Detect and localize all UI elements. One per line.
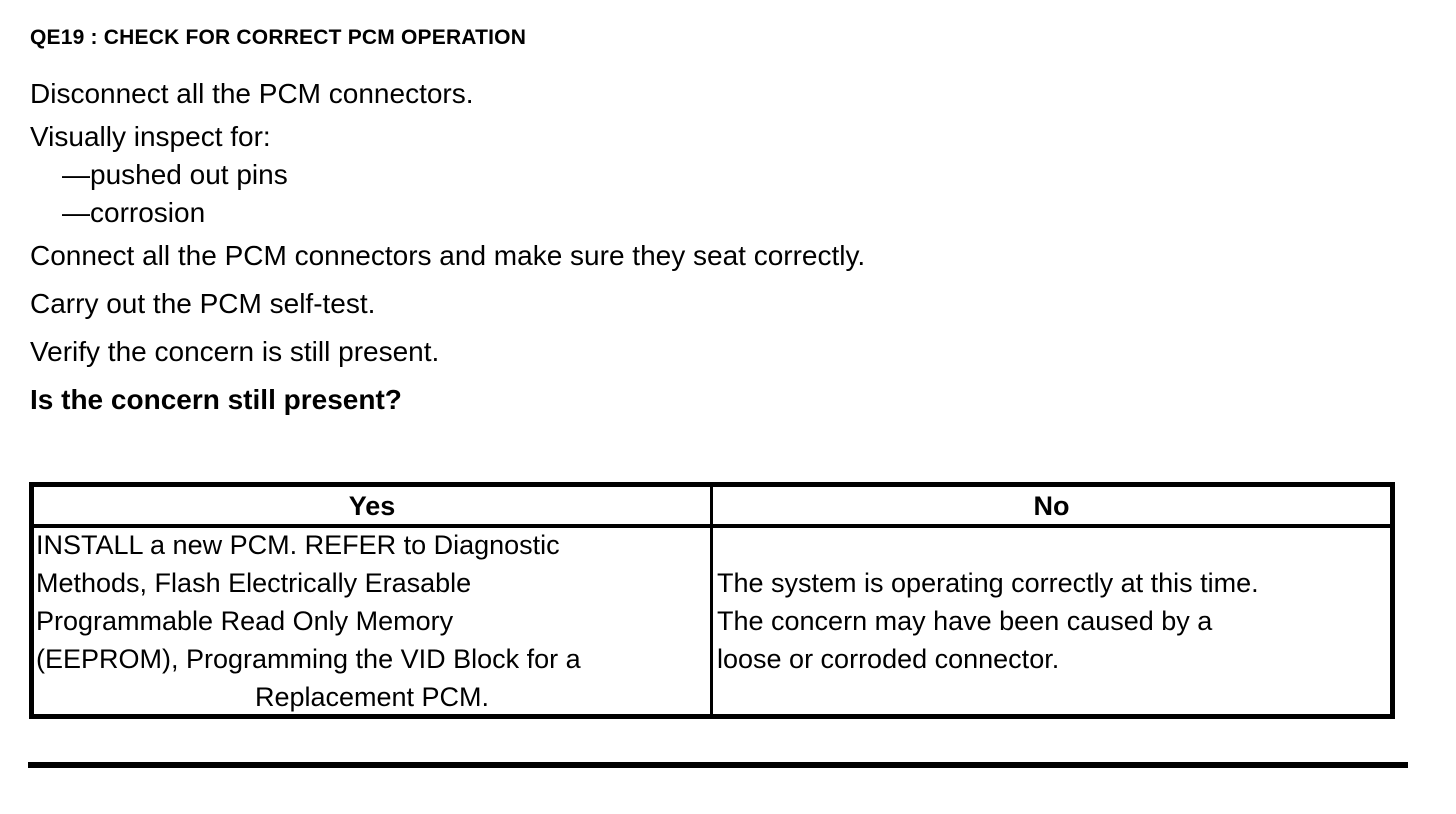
procedure-question: Is the concern still present? <box>30 384 402 415</box>
yes-action-line: Programmable Read Only Memory <box>36 606 454 636</box>
yes-action-line: Methods, Flash Electrically Erasable <box>36 568 472 598</box>
procedure-step: Visually inspect for: <box>30 121 271 152</box>
procedure-step-bullet: —pushed out pins <box>62 159 288 190</box>
footer-divider-rule <box>28 762 1408 768</box>
no-action-text: The system is operating correctly at thi… <box>717 564 1407 678</box>
yes-action-line-centered: Replacement PCM. <box>254 682 490 712</box>
table-header-label-yes: Yes <box>348 490 396 521</box>
yes-action-line: (EEPROM), Programming the VID Block for … <box>36 644 581 674</box>
procedure-step: Disconnect all the PCM connectors. <box>30 78 474 109</box>
no-action-line: The concern may have been caused by a <box>717 606 1213 636</box>
table-header-label-no: No <box>1033 490 1070 521</box>
table-cell-yes-action: INSTALL a new PCM. REFER to Diagnostic M… <box>34 528 713 714</box>
table-header-cell-no: No <box>713 487 1390 524</box>
no-action-line: The system is operating correctly at thi… <box>717 568 1259 598</box>
page-title: QE19 : CHECK FOR CORRECT PCM OPERATION <box>30 26 527 49</box>
table-header-row: Yes No <box>34 487 1390 528</box>
decision-table: Yes No INSTALL a new PCM. REFER to Diagn… <box>29 482 1395 719</box>
procedure-step: Carry out the PCM self-test. <box>30 288 376 319</box>
yes-action-line: INSTALL a new PCM. REFER to Diagnostic <box>36 530 560 560</box>
no-action-line: loose or corroded connector. <box>717 644 1060 674</box>
procedure-step: Verify the concern is still present. <box>30 336 440 367</box>
procedure-step-list: Disconnect all the PCM connectors. Visua… <box>30 70 1410 424</box>
yes-action-text: INSTALL a new PCM. REFER to Diagnostic M… <box>36 526 736 716</box>
procedure-step-bullet: —corrosion <box>62 197 206 228</box>
table-row: INSTALL a new PCM. REFER to Diagnostic M… <box>34 528 1390 714</box>
table-header-cell-yes: Yes <box>34 487 713 524</box>
procedure-step: Connect all the PCM connectors and make … <box>30 240 866 271</box>
table-cell-no-action: The system is operating correctly at thi… <box>713 528 1390 714</box>
